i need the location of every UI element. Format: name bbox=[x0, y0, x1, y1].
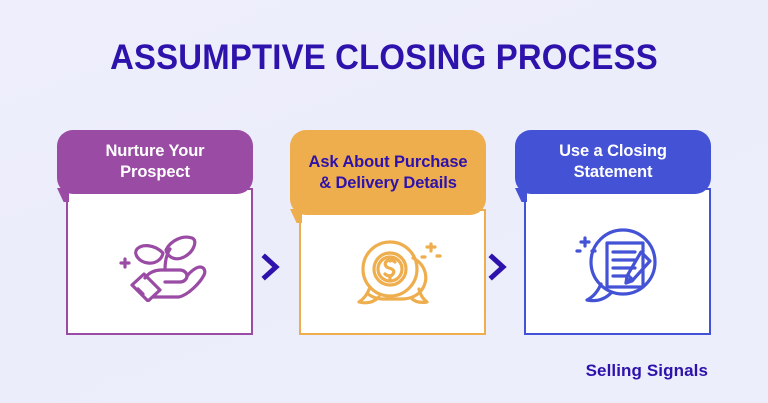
chevron-right-icon bbox=[486, 253, 510, 286]
step-3-label: Use a Closing Statement bbox=[559, 142, 667, 181]
step-1-label: Nurture Your Prospect bbox=[105, 142, 205, 181]
brand-logo-text: Selling Signals bbox=[585, 361, 708, 380]
chevron-right-icon bbox=[259, 253, 283, 286]
hand-holding-plant-icon bbox=[108, 226, 212, 307]
step-2-label: Ask About Purchase & Delivery Details bbox=[308, 152, 468, 192]
step-3-header: Use a Closing Statement bbox=[515, 130, 711, 194]
step-2-header: Ask About Purchase & Delivery Details bbox=[290, 130, 486, 215]
process-step-card-1: Nurture Your Prospect bbox=[57, 130, 253, 335]
step-2-body bbox=[299, 209, 486, 335]
process-step-card-3: Use a Closing Statement bbox=[515, 130, 711, 335]
speech-bubbles-dollar-coin-icon bbox=[341, 231, 445, 318]
connector-arrow-2 bbox=[486, 252, 510, 282]
process-step-card-2: Ask About Purchase & Delivery Details bbox=[290, 130, 486, 335]
speech-bubble-document-pen-icon bbox=[565, 220, 671, 309]
step-1-body bbox=[66, 188, 253, 335]
step-3-body bbox=[524, 188, 711, 335]
step-1-header: Nurture Your Prospect bbox=[57, 130, 253, 194]
page-title: ASSUMPTIVE CLOSING PROCESS bbox=[110, 38, 658, 77]
connector-arrow-1 bbox=[259, 252, 283, 282]
process-steps-row: Nurture Your Prospect bbox=[0, 130, 768, 340]
